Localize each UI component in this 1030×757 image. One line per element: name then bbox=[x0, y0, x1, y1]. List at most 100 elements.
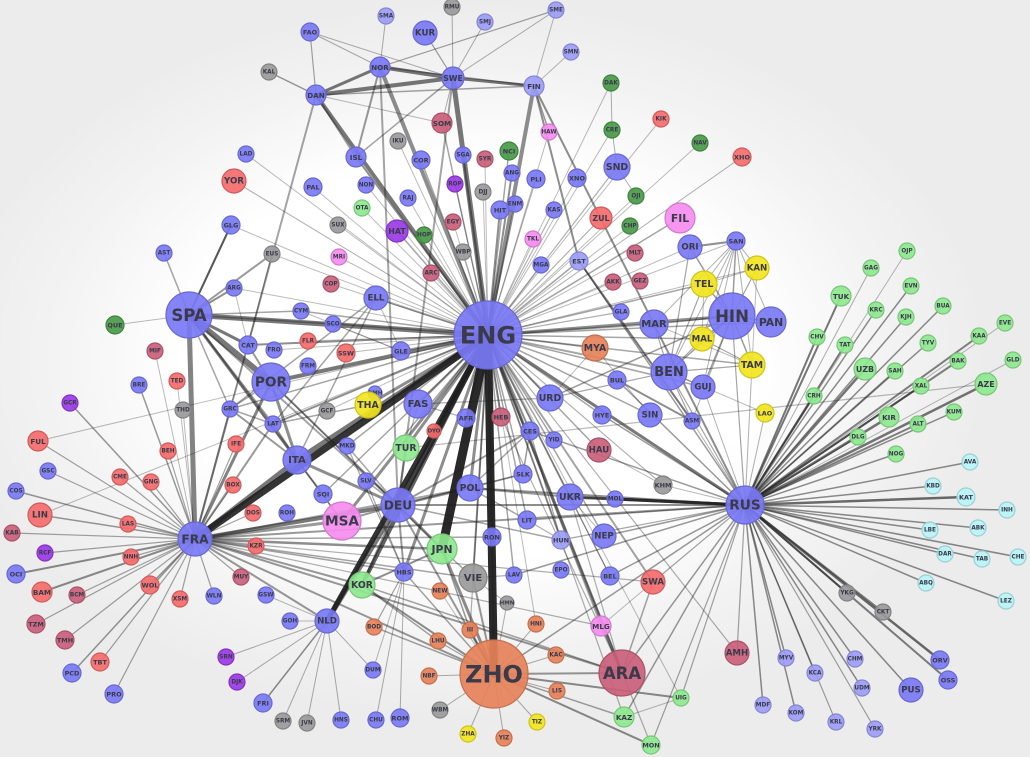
node-tzm[interactable]: TZM bbox=[26, 614, 46, 634]
node-por[interactable]: POR bbox=[251, 362, 291, 402]
node-ara[interactable]: ARA bbox=[598, 649, 646, 697]
node-circle[interactable] bbox=[878, 406, 900, 428]
node-pus[interactable]: PUS bbox=[898, 677, 924, 703]
node-circle[interactable] bbox=[345, 146, 367, 168]
node-circle[interactable] bbox=[886, 362, 904, 380]
node-frm[interactable]: FRM bbox=[299, 357, 317, 375]
node-guj[interactable]: GUJ bbox=[690, 374, 716, 400]
node-lat[interactable]: LAT bbox=[264, 415, 282, 433]
node-circle[interactable] bbox=[27, 502, 53, 528]
node-gld[interactable]: GLD bbox=[1004, 351, 1022, 369]
node-cat[interactable]: CAT bbox=[238, 335, 258, 355]
node-circle[interactable] bbox=[898, 677, 924, 703]
node-myv[interactable]: MYV bbox=[777, 649, 795, 667]
node-circle[interactable] bbox=[171, 590, 189, 608]
node-lad[interactable]: LAD bbox=[237, 145, 255, 163]
node-tkl[interactable]: TKL bbox=[524, 230, 542, 248]
node-circle[interactable] bbox=[474, 183, 492, 201]
node-eng[interactable]: ENG bbox=[453, 300, 523, 370]
node-akk[interactable]: AKK bbox=[604, 273, 622, 291]
node-circle[interactable] bbox=[251, 362, 291, 402]
node-circle[interactable] bbox=[805, 387, 823, 405]
node-sah[interactable]: SAH bbox=[886, 362, 904, 380]
node-circle[interactable] bbox=[6, 564, 26, 584]
node-hni[interactable]: HNI bbox=[527, 615, 545, 633]
node-khm[interactable]: KHM bbox=[653, 475, 673, 495]
node-oss[interactable]: OSS bbox=[938, 670, 958, 690]
node-swa[interactable]: SWA bbox=[640, 569, 666, 595]
node-circle[interactable] bbox=[443, 0, 461, 16]
node-pli[interactable]: PLI bbox=[526, 169, 546, 189]
node-chu[interactable]: CHU bbox=[367, 711, 385, 729]
node-wln[interactable]: WLN bbox=[205, 587, 223, 605]
node-circle[interactable] bbox=[887, 445, 905, 463]
node-gsw[interactable]: GSW bbox=[257, 586, 275, 604]
node-djj[interactable]: DJJ bbox=[474, 183, 492, 201]
node-tmh[interactable]: TMH bbox=[55, 630, 75, 650]
node-circle[interactable] bbox=[724, 640, 750, 666]
node-circle[interactable] bbox=[664, 202, 696, 234]
node-circle[interactable] bbox=[431, 112, 453, 134]
node-circle[interactable] bbox=[777, 649, 795, 667]
node-circle[interactable] bbox=[631, 272, 649, 290]
node-hun[interactable]: HUN bbox=[551, 530, 571, 550]
node-ast[interactable]: AST bbox=[155, 244, 173, 262]
node-circle[interactable] bbox=[119, 515, 137, 533]
node-nog[interactable]: NOG bbox=[887, 445, 905, 463]
node-kac[interactable]: KAC bbox=[547, 646, 565, 664]
node-circle[interactable] bbox=[146, 342, 164, 360]
node-circle[interactable] bbox=[459, 725, 477, 743]
node-circle[interactable] bbox=[411, 150, 431, 170]
node-circle[interactable] bbox=[862, 259, 880, 277]
node-circle[interactable] bbox=[322, 501, 362, 541]
node-circle[interactable] bbox=[426, 423, 442, 439]
node-circle[interactable] bbox=[394, 562, 414, 582]
node-circle[interactable] bbox=[26, 614, 46, 634]
node-nbf[interactable]: NBF bbox=[420, 667, 438, 685]
node-zul[interactable]: ZUL bbox=[589, 206, 613, 230]
node-circle[interactable] bbox=[602, 74, 620, 92]
node-circle[interactable] bbox=[365, 618, 383, 636]
node-circle[interactable] bbox=[726, 231, 746, 251]
node-kur[interactable]: KUR bbox=[412, 20, 438, 46]
node-syr[interactable]: SYR bbox=[476, 150, 494, 168]
node-circle[interactable] bbox=[39, 462, 57, 480]
node-slv[interactable]: SLV bbox=[357, 472, 375, 490]
node-circle[interactable] bbox=[838, 584, 856, 602]
node-circle[interactable] bbox=[165, 291, 213, 339]
node-fil[interactable]: FIL bbox=[664, 202, 696, 234]
node-circle[interactable] bbox=[456, 474, 484, 502]
node-ori[interactable]: ORI bbox=[677, 234, 703, 260]
node-yid[interactable]: YID bbox=[545, 431, 563, 449]
node-circle[interactable] bbox=[237, 145, 255, 163]
node-ckt[interactable]: CKT bbox=[874, 603, 892, 621]
node-circle[interactable] bbox=[626, 244, 644, 262]
node-fri[interactable]: FRI bbox=[253, 693, 273, 713]
node-circle[interactable] bbox=[168, 372, 186, 390]
node-circle[interactable] bbox=[499, 595, 515, 611]
node-isl[interactable]: ISL bbox=[345, 146, 367, 168]
node-circle[interactable] bbox=[377, 7, 395, 25]
node-circle[interactable] bbox=[600, 566, 620, 586]
node-ojp[interactable]: OJP bbox=[898, 242, 916, 260]
node-pol[interactable]: POL bbox=[456, 474, 484, 502]
node-circle[interactable] bbox=[431, 701, 449, 719]
node-circle[interactable] bbox=[354, 391, 382, 419]
node-circle[interactable] bbox=[357, 176, 375, 194]
node-circle[interactable] bbox=[936, 545, 954, 563]
node-mon[interactable]: MON bbox=[641, 735, 661, 755]
node-evn[interactable]: EVN bbox=[902, 277, 920, 295]
node-tam[interactable]: TAM bbox=[738, 351, 766, 379]
node-mol[interactable]: MOL bbox=[606, 490, 624, 508]
node-cor[interactable]: COR bbox=[411, 150, 431, 170]
node-bak[interactable]: BAK bbox=[949, 352, 967, 370]
node-circle[interactable] bbox=[348, 571, 376, 599]
node-circle[interactable] bbox=[683, 412, 701, 430]
node-circle[interactable] bbox=[1004, 351, 1022, 369]
node-spa[interactable]: SPA bbox=[165, 291, 213, 339]
node-circle[interactable] bbox=[653, 475, 673, 495]
node-circle[interactable] bbox=[244, 504, 262, 522]
node-circle[interactable] bbox=[390, 708, 410, 728]
node-sqi[interactable]: SQI bbox=[313, 484, 333, 504]
node-fao[interactable]: FAO bbox=[300, 22, 320, 42]
